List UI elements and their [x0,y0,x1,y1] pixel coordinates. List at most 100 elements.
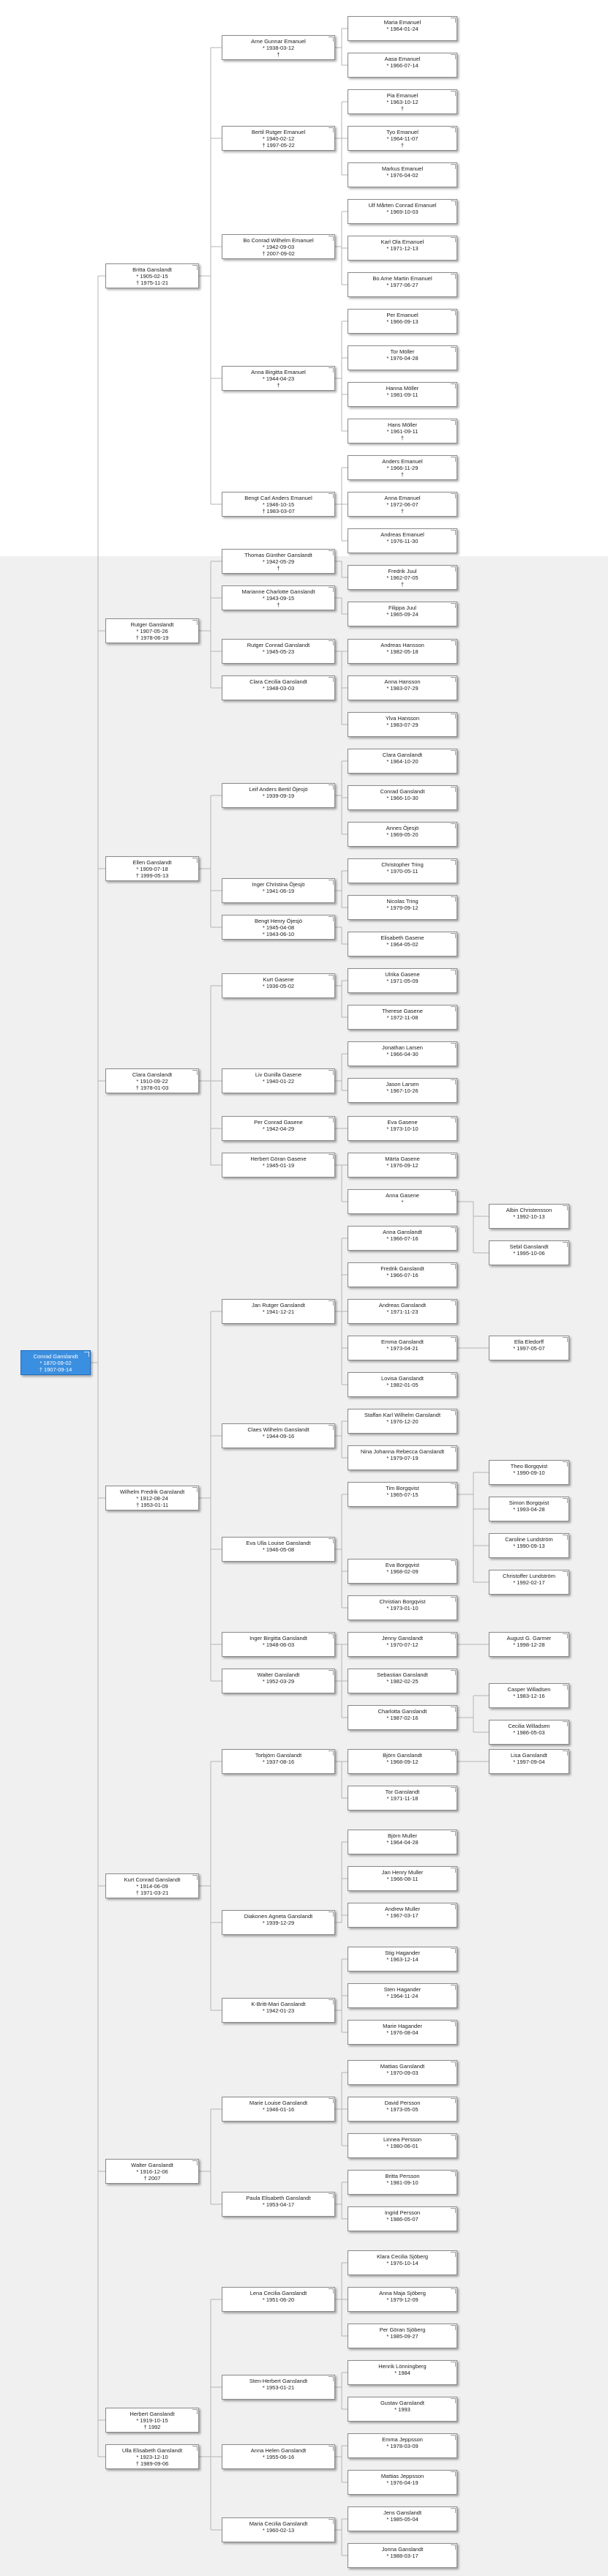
person-box-kbritt[interactable]: K-Britt-Mari Ganslandt* 1942-01-23 [222,1998,335,2023]
person-box-thomas[interactable]: Thomas Günther Ganslandt* 1942-05-29† [222,549,335,574]
person-box-wilhelm[interactable]: Wilhelm Fredrik Ganslandt* 1912-08-24† 1… [105,1486,199,1510]
person-box-ingerb[interactable]: Inger Birgitta Ganslandt* 1948-06-03 [222,1632,335,1657]
person-box-h10[interactable]: Cecilia Willadsen* 1986-05-03 [489,1720,569,1745]
person-box-g4[interactable]: Tyo Emanuel* 1964-11-07† [348,126,457,151]
person-box-g66[interactable]: Mattias Jeppsson* 1976-04-19 [348,2470,457,2495]
person-box-g35[interactable]: Fredrik Ganslandt* 1966-07-16 [348,1262,457,1287]
person-box-bertil[interactable]: Bertil Rutger Emanuel* 1940-02-12† 1997-… [222,126,335,151]
person-box-g48[interactable]: Tor Ganslandt* 1971-11-18 [348,1786,457,1811]
person-box-g6[interactable]: Ulf Mårten Conrad Emanuel* 1969-10-03 [348,199,457,224]
person-box-stenh[interactable]: Sten-Herbert Ganslandt* 1953-01-21 [222,2375,335,2400]
person-box-annah[interactable]: Anna Helen Ganslandt* 1955-06-16 [222,2444,335,2469]
person-box-rutger[interactable]: Rutger Ganslandt* 1907-05-26† 1978-06-19 [105,618,199,643]
person-box-g24[interactable]: Christopher Tring* 1970-05-11 [348,858,457,883]
person-box-torbjorn[interactable]: Torbjörn Ganslandt* 1937-08-16 [222,1749,335,1774]
person-box-g62[interactable]: Per Göran Sjöberg* 1985-09-27 [348,2324,457,2348]
person-box-g26[interactable]: Elisabeth Gasene* 1964-05-02 [348,932,457,956]
person-box-g32[interactable]: Märta Gasene* 1976-09-12 [348,1153,457,1177]
person-box-g54[interactable]: Marie Hagander* 1976-08-04 [348,2020,457,2045]
person-box-h5[interactable]: Simon Borgqvist* 1993-04-28 [489,1497,569,1521]
person-box-h1[interactable]: Albin Christensson* 1992-10-13 [489,1204,569,1229]
person-box-bo[interactable]: Bo Conrad Wilhelm Emanuel* 1942-09-03† 2… [222,234,335,259]
person-box-g43[interactable]: Christian Borgqvist* 1973-01-10 [348,1595,457,1620]
person-box-g17[interactable]: Filippa Juul* 1965-09-24 [348,602,457,626]
person-box-g58[interactable]: Britta Persson* 1981-09-10 [348,2170,457,2195]
person-box-h6[interactable]: Caroline Lundström* 1990-09-13 [489,1533,569,1558]
person-box-kurt[interactable]: Kurt Conrad Ganslandt* 1914-06-09† 1971-… [105,1873,199,1898]
person-box-g21[interactable]: Clara Ganslandt* 1964-10-20 [348,749,457,774]
person-box-g50[interactable]: Jan Henry Muller* 1966-08-11 [348,1866,457,1891]
person-box-g57[interactable]: Linnea Persson* 1980-06-01 [348,2133,457,2158]
person-box-g3[interactable]: Pia Emanuel* 1963-10-12† [348,89,457,114]
person-box-g1[interactable]: Maria Emanuel* 1964-01-24 [348,16,457,41]
person-box-g19[interactable]: Anna Hansson* 1983-07-29 [348,675,457,700]
person-box-g27[interactable]: Ulrika Gasene* 1971-05-09 [348,968,457,993]
person-box-walter[interactable]: Walter Ganslandt* 1916-12-06† 2007 [105,2159,199,2184]
person-box-mariac[interactable]: Maria Cecilia Ganslandt* 1960-02-13 [222,2517,335,2542]
person-box-g34[interactable]: Anna Ganslandt* 1966-07-16 [348,1226,457,1251]
person-box-g51[interactable]: Andrew Muller* 1967-03-17 [348,1903,457,1928]
person-box-paula[interactable]: Paula Elisabeth Ganslandt* 1953-04-17 [222,2192,335,2217]
person-box-g59[interactable]: Ingrid Persson* 1986-05-07 [348,2206,457,2231]
person-box-bengt_h[interactable]: Bengt Henry Öjesjö* 1945-04-08* 1943-06-… [222,915,335,940]
person-box-g16[interactable]: Fredrik Juul* 1962-07-05† [348,565,457,590]
person-box-g42[interactable]: Eva Borgqvist* 1968-02-09 [348,1559,457,1584]
person-box-h9[interactable]: Casper Willadsen* 1983-12-16 [489,1683,569,1708]
person-box-g11[interactable]: Hanna Möller* 1981-09-11 [348,382,457,407]
person-box-g7[interactable]: Karl Ola Emanuel* 1971-12-13 [348,236,457,261]
person-box-marie[interactable]: Marie Louise Ganslandt* 1946-01-16 [222,2097,335,2122]
person-box-h11[interactable]: Lisa Ganslandt* 1997-09-04 [489,1749,569,1774]
person-box-g38[interactable]: Lovisa Ganslandt* 1982-01-05 [348,1372,457,1397]
person-box-g64[interactable]: Gustav Ganslandt* 1993 [348,2397,457,2422]
person-box-g2[interactable]: Aasa Emanuel* 1966-07-14 [348,53,457,78]
person-box-kurtg[interactable]: Kurt Gasene* 1936-05-02 [222,973,335,998]
person-box-herbertg[interactable]: Herbert Göran Gasene* 1945-01-19 [222,1153,335,1177]
person-box-h7[interactable]: Christoffer Lundström* 1992-02-17 [489,1570,569,1595]
person-box-g37[interactable]: Emma Ganslandt* 1973-04-21 [348,1336,457,1360]
person-box-g41[interactable]: Tim Borgqvist* 1965-07-15 [348,1482,457,1507]
person-box-leif[interactable]: Leif Anders Bertil Öjesjö* 1939-09-19 [222,783,335,808]
person-box-g56[interactable]: David Persson* 1973-05-05 [348,2097,457,2122]
person-box-annab[interactable]: Anna Birgitta Emanuel* 1944-04-23† [222,366,335,391]
person-box-claes[interactable]: Claes Wilhelm Ganslandt* 1944-09-16 [222,1423,335,1448]
person-box-g44[interactable]: Jenny Ganslandt* 1970-07-12 [348,1632,457,1657]
person-box-lena[interactable]: Lena Cecilia Ganslandt* 1951-06-20 [222,2287,335,2312]
person-box-conrad[interactable]: Conrad Ganslandt* 1870-09-02† 1907-09-14 [20,1350,91,1375]
person-box-g61[interactable]: Anna Maja Sjöberg* 1979-12-09 [348,2287,457,2312]
person-box-britta[interactable]: Britta Ganslandt* 1905-02-15† 1975-11-21 [105,263,199,288]
person-box-g22[interactable]: Conrad Ganslandt* 1966-10-30 [348,785,457,810]
person-box-g47[interactable]: Björn Ganslandt* 1968-09-12 [348,1749,457,1774]
person-box-h8[interactable]: August G. Garmer* 1998-12-28 [489,1632,569,1657]
person-box-g63[interactable]: Henrik Lönningberg* 1984 [348,2360,457,2385]
person-box-g23[interactable]: Annes Öjesjö* 1969-05-20 [348,822,457,847]
person-box-g60[interactable]: Klara Cecilia Sjöberg* 1976-10-14 [348,2250,457,2275]
person-box-bengt[interactable]: Bengt Carl Anders Emanuel* 1946-10-15† 1… [222,492,335,517]
person-box-diakonen[interactable]: Diakonen Agneta Ganslandt* 1939-12-29 [222,1910,335,1935]
person-box-g52[interactable]: Stig Hagander* 1963-12-14 [348,1947,457,1972]
person-box-g28[interactable]: Therese Gasene* 1972-11-08 [348,1005,457,1030]
person-box-g13[interactable]: Anders Emanuel* 1966-11-29† [348,455,457,480]
person-box-g49[interactable]: Björn Muller* 1964-04-28 [348,1830,457,1854]
person-box-g33[interactable]: Anna Gasene* [348,1189,457,1214]
person-box-g30[interactable]: Jason Larsen* 1967-10-26 [348,1078,457,1103]
person-box-clarac[interactable]: Clara Cecilia Ganslandt* 1948-03-03 [222,675,335,700]
person-box-liv[interactable]: Liv Gunilla Gasene* 1940-01-22 [222,1068,335,1093]
person-box-inger_ch[interactable]: Inger Christina Öjesjö* 1941-06-19 [222,878,335,903]
person-box-arne[interactable]: Arne Gunnar Emanuel* 1938-03-12† [222,35,335,60]
person-box-g8[interactable]: Bo Arne Martin Emanuel* 1977-06-27 [348,272,457,297]
person-box-g40[interactable]: Nina Johanna Rebecca Ganslandt* 1979-07-… [348,1445,457,1470]
person-box-marianne[interactable]: Marianne Charlotte Ganslandt* 1943-09-15… [222,585,335,610]
person-box-clara[interactable]: Clara Ganslandt* 1910-09-22† 1978-01-03 [105,1068,199,1093]
person-box-g65[interactable]: Emma Jeppsson* 1978-03-09 [348,2433,457,2458]
person-box-g39[interactable]: Staffan Karl Wilhelm Ganslandt* 1976-12-… [348,1409,457,1434]
person-box-rutgerc[interactable]: Rutger Conrad Ganslandt* 1945-05-23 [222,639,335,664]
person-box-g29[interactable]: Jonathan Larsen* 1966-04-30 [348,1041,457,1066]
person-box-g20[interactable]: Ylva Hansson* 1983-07-29 [348,712,457,737]
person-box-h4[interactable]: Theo Borgqvist* 1990-09-10 [489,1460,569,1485]
person-box-ulla[interactable]: Ulla Elisabeth Ganslandt* 1923-12-10† 19… [105,2444,199,2469]
person-box-g10[interactable]: Tor Möller* 1976-04-28 [348,345,457,370]
person-box-g25[interactable]: Nicolas Tring* 1979-09-12 [348,895,457,920]
person-box-walterg[interactable]: Walter Ganslandt* 1952-03-29 [222,1669,335,1693]
person-box-per[interactable]: Per Conrad Gasene* 1942-04-29 [222,1116,335,1141]
person-box-g15[interactable]: Andreas Emanuel* 1976-11-30 [348,528,457,553]
